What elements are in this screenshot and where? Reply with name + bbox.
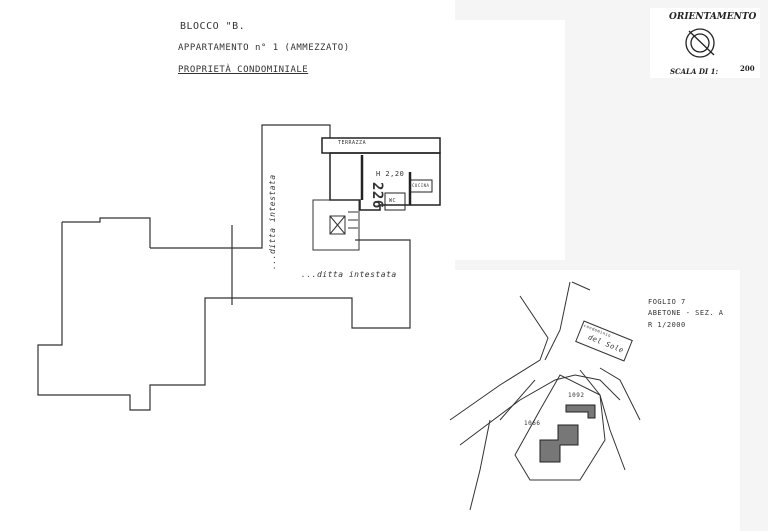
- owner-label-horizontal: ...ditta intestata: [301, 270, 397, 279]
- site-scale-label: R 1/2000: [648, 321, 686, 329]
- site-buildings: [539, 404, 596, 463]
- paper-orientation: [650, 8, 760, 78]
- site-plan-lines: [449, 281, 641, 511]
- paper-mid: [455, 20, 565, 260]
- parcel-1092: 1092: [568, 392, 585, 399]
- paper-right: [440, 270, 740, 531]
- parcel-1066: 1066: [524, 420, 541, 427]
- room-number: 226: [369, 182, 385, 209]
- scale-value: 200: [740, 64, 755, 73]
- sheet-label: FOGLIO 7: [648, 298, 686, 306]
- compass-icon: [685, 28, 715, 58]
- apartment-label: APPARTAMENTO n° 1 (AMMEZZATO): [178, 43, 350, 53]
- ownership-label: PROPRIETÀ CONDOMINIALE: [178, 65, 309, 75]
- wc-label: WC: [389, 198, 397, 204]
- terrace-label: TERRAZZA: [338, 140, 367, 146]
- block-label: BLOCCO "B.: [180, 21, 246, 32]
- paper-left: [0, 0, 455, 531]
- orientation-title: ORIENTAMENTO: [669, 12, 757, 22]
- location-label: ABETONE - SEZ. A: [648, 309, 724, 317]
- scale-label: SCALA DI 1:: [670, 67, 719, 76]
- building-outline: [37, 124, 411, 411]
- height-label: H 2,20: [376, 170, 405, 178]
- owner-label-vertical: ...ditta intestata: [268, 174, 277, 270]
- stairwell: [312, 199, 360, 251]
- kitchen-label: CUCINA: [412, 183, 430, 188]
